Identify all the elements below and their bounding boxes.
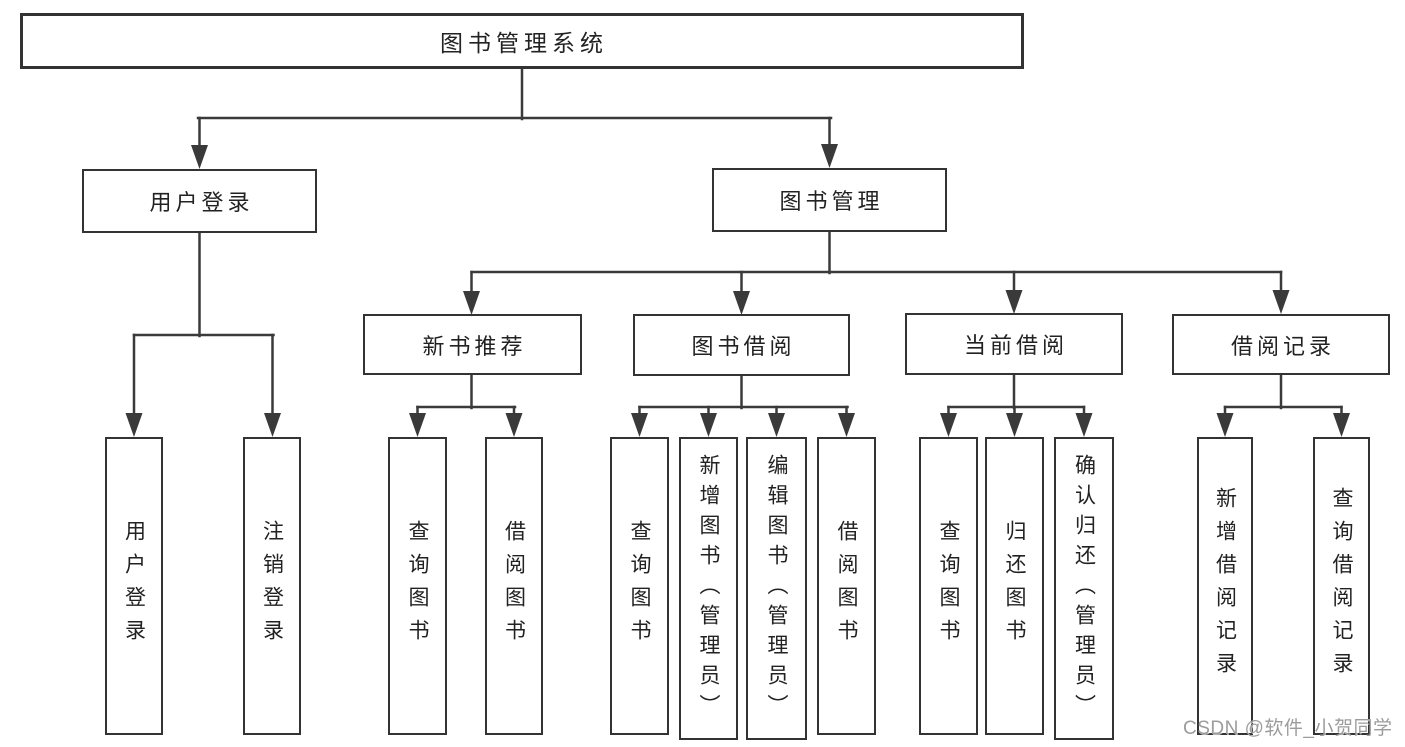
arrowhead xyxy=(768,413,785,437)
arrowhead xyxy=(505,413,523,437)
leaf-borrow-books: 借阅图书 xyxy=(817,437,876,735)
arrowhead xyxy=(700,413,717,437)
leaf-confirm-return-admin: 确认归还（管理员） xyxy=(1054,437,1114,740)
node-current-borrowing: 当前借阅 xyxy=(905,313,1123,375)
node-book-management: 图书管理 xyxy=(712,168,947,232)
leaf-return-book: 归还图书 xyxy=(985,437,1044,735)
node-library-management-system: 图书管理系统 xyxy=(20,13,1024,69)
leaf-add-book-admin: 新增图书（管理员） xyxy=(679,437,738,740)
arrowhead xyxy=(125,413,143,437)
arrowhead xyxy=(1075,413,1093,437)
leaf-query-borrow-record: 查询借阅记录 xyxy=(1313,437,1370,735)
arrowhead xyxy=(838,413,855,437)
leaf-add-borrow-record: 新增借阅记录 xyxy=(1197,437,1253,735)
arrowhead xyxy=(1216,413,1234,437)
arrowhead xyxy=(463,291,480,315)
arrowhead xyxy=(733,291,750,315)
watermark: CSDN @软件_小贺同学 xyxy=(1183,718,1393,739)
arrowhead xyxy=(1005,290,1023,314)
arrowhead xyxy=(821,144,838,168)
leaf-logout: 注销登录 xyxy=(243,437,301,735)
arrowhead xyxy=(409,413,426,437)
leaf-current-query-books: 查询图书 xyxy=(919,437,978,735)
arrowhead xyxy=(191,145,208,169)
node-user-login: 用户登录 xyxy=(82,169,317,233)
arrowhead xyxy=(940,413,957,437)
node-new-book-recommendation: 新书推荐 xyxy=(363,314,582,375)
arrowhead xyxy=(1006,413,1023,437)
node-borrowing-records: 借阅记录 xyxy=(1172,314,1390,375)
leaf-edit-book-admin: 编辑图书（管理员） xyxy=(746,437,807,740)
arrowhead xyxy=(631,413,648,437)
arrowhead xyxy=(264,413,281,437)
arrowhead xyxy=(1333,413,1350,437)
node-book-borrowing: 图书借阅 xyxy=(633,314,850,376)
leaf-recommend-borrow-books: 借阅图书 xyxy=(485,437,543,735)
leaf-user-login: 用户登录 xyxy=(105,437,163,735)
leaf-recommend-query-books: 查询图书 xyxy=(388,437,447,735)
arrowhead xyxy=(1272,290,1290,314)
leaf-borrow-query-books: 查询图书 xyxy=(610,437,669,735)
